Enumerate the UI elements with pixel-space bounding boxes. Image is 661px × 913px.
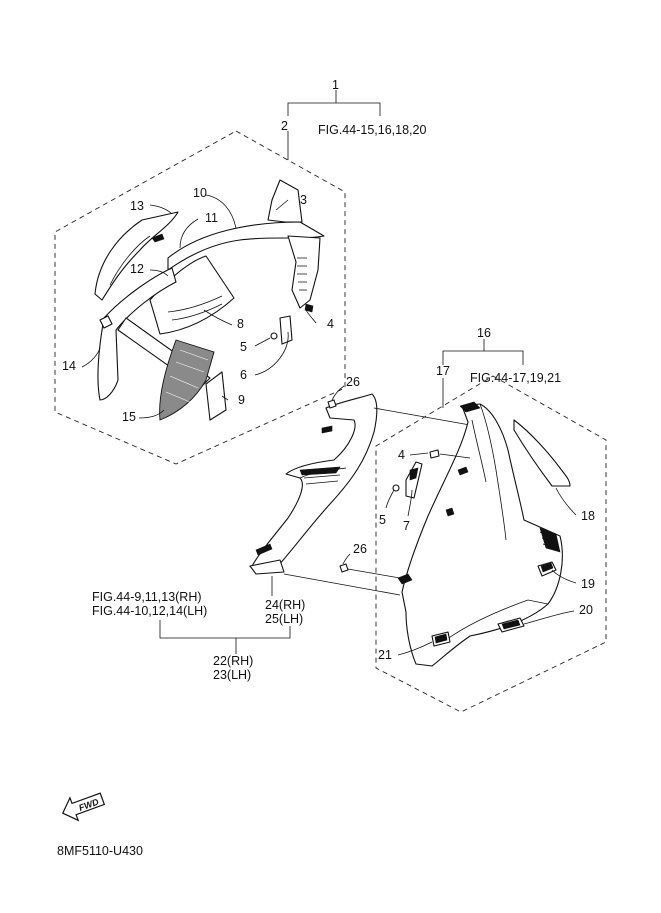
callout-12: 12 [130,262,144,276]
callout-13: 13 [130,199,144,213]
guide-lines [283,407,471,596]
callout-3: 3 [300,193,307,207]
leaders-right [385,452,577,656]
diagram-code: 8MF5110-U430 [57,844,143,858]
callout-5-right: 5 [379,513,386,527]
callout-26-upper: 26 [346,375,360,389]
fig-ref-top-left: FIG.44-15,16,18,20 [318,123,426,137]
fig-ref-rh: FIG.44-9,11,13(RH) [92,590,202,604]
part-23-lh: 23(LH) [213,668,251,682]
bolt-26-upper [327,385,345,409]
assembly-boundary-right [375,375,607,713]
part-25-lh: 25(LH) [265,612,303,626]
part-24-rh: 24(RH) [265,598,305,612]
left-cowling-assembly [94,179,325,421]
fig-ref-top-right: FIG.44-17,19,21 [470,371,561,385]
bracket-group-1 [287,90,381,160]
callout-20: 20 [579,603,593,617]
bracket-group-22 [159,576,291,654]
callout-2: 2 [281,119,288,133]
callout-4-left: 4 [327,317,334,331]
callout-1: 1 [332,78,339,92]
callout-26-lower: 26 [353,542,367,556]
bracket-group-16 [442,339,524,408]
callout-16: 16 [477,326,491,340]
right-cowling-assembly [392,401,571,667]
callout-15: 15 [122,410,136,424]
callout-17: 17 [436,364,450,378]
callout-5-left: 5 [240,340,247,354]
fwd-arrow-icon: FWD [61,792,106,822]
callout-9: 9 [238,393,245,407]
callout-10: 10 [193,186,207,200]
assembly-boundary-left [54,130,346,465]
part-22-rh: 22(RH) [213,654,253,668]
callout-4-right: 4 [398,448,405,462]
leaders-left [81,194,317,419]
fig-ref-lh: FIG.44-10,12,14(LH) [92,604,207,618]
side-panel [249,393,378,575]
callout-14: 14 [62,359,76,373]
callout-11: 11 [205,211,218,225]
callout-21: 21 [378,648,392,662]
callout-6: 6 [240,368,247,382]
callout-18: 18 [581,509,595,523]
callout-8: 8 [237,317,244,331]
callout-7: 7 [403,519,410,533]
bolt-26-lower [339,553,351,573]
callout-19: 19 [581,577,595,591]
